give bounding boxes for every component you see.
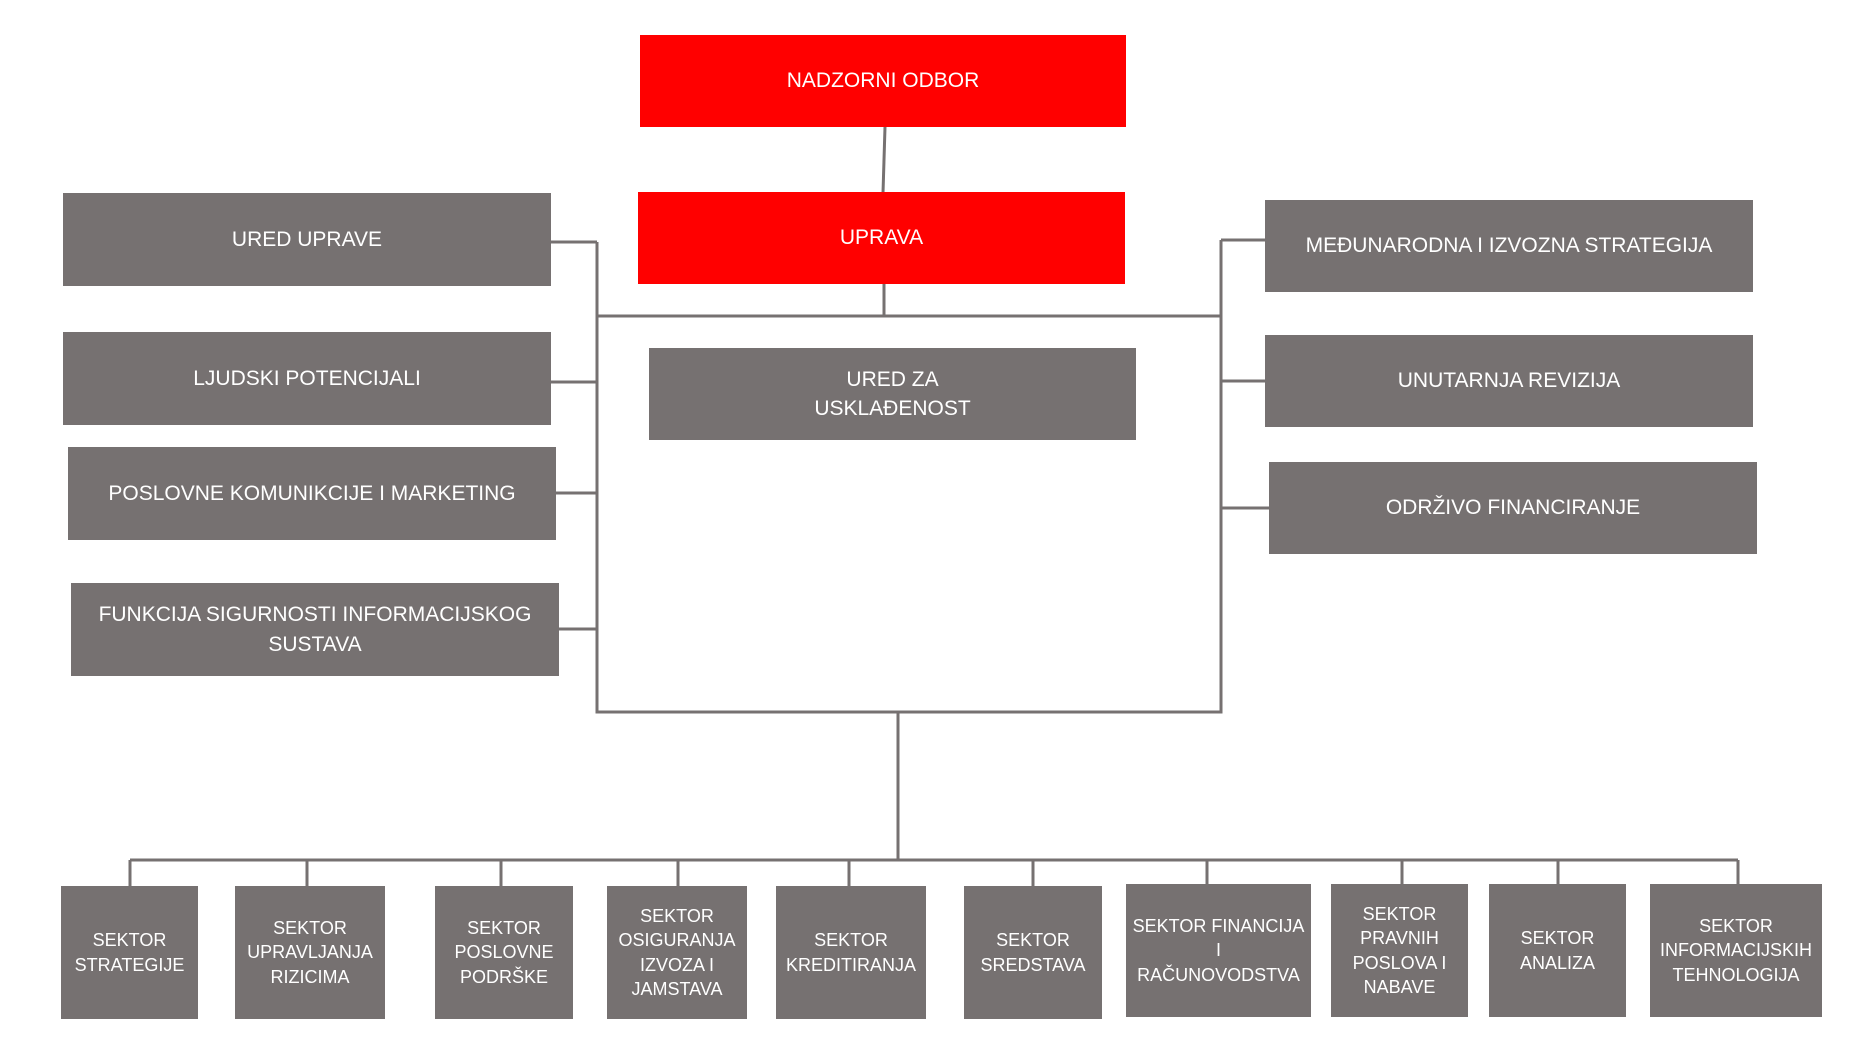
compliance-office-label: URED ZA USKLAĐENOST	[814, 367, 971, 420]
sector-label: SEKTOR OSIGURANJA IZVOZA I JAMSTAVA	[618, 905, 736, 999]
supervisory-board-label: NADZORNI ODBOR	[786, 69, 980, 93]
supervisory-board-box: NADZORNI ODBOR	[640, 35, 1126, 127]
sector-box-analiza: SEKTOR ANALIZA	[1489, 884, 1626, 1017]
sector-label: SEKTOR KREDITIRANJA	[785, 930, 917, 975]
ljudski-potencijali-label: LJUDSKI POTENCIJALI	[193, 366, 421, 390]
poslovne-komunikacije-box: POSLOVNE KOMUNIKCIJE I MARKETING	[68, 447, 556, 540]
sector-label: SEKTOR SREDSTAVA	[980, 930, 1086, 975]
management-board-label: UPRAVA	[839, 226, 924, 250]
sector-box-kreditiranja: SEKTOR KREDITIRANJA	[776, 886, 926, 1019]
unutarnja-revizija-box: UNUTARNJA REVIZIJA	[1265, 335, 1753, 427]
sector-box-pravnih-poslova: SEKTOR PRAVNIH POSLOVA I NABAVE	[1331, 884, 1468, 1017]
sector-box-informacijskih-tehnologija: SEKTOR INFORMACIJSKIH TEHNOLOGIJA	[1650, 884, 1822, 1017]
unutarnja-revizija-label: UNUTARNJA REVIZIJA	[1397, 369, 1621, 393]
sector-box-osiguranja-izvoza: SEKTOR OSIGURANJA IZVOZA I JAMSTAVA	[607, 886, 747, 1019]
odrzivo-financiranje-box: ODRŽIVO FINANCIRANJE	[1269, 462, 1757, 554]
sector-label: SEKTOR ANALIZA	[1519, 928, 1596, 973]
connector-board-to-uprava	[881, 126, 887, 194]
ured-uprave-label: URED UPRAVE	[231, 227, 383, 251]
medunarodna-strategija-label: MEĐUNARODNA I IZVOZNA STRATEGIJA	[1305, 234, 1713, 258]
sector-label: SEKTOR INFORMACIJSKIH TEHNOLOGIJA	[1659, 916, 1812, 985]
poslovne-komunikacije-label: POSLOVNE KOMUNIKCIJE I MARKETING	[108, 481, 516, 505]
sector-box-financija: SEKTOR FINANCIJA I RAČUNOVODSTVA	[1126, 884, 1311, 1017]
compliance-office-box: URED ZA USKLAĐENOST	[649, 348, 1136, 440]
sector-box-strategije: SEKTOR STRATEGIJE	[61, 886, 198, 1019]
management-board-box: UPRAVA	[638, 192, 1125, 284]
sector-box-poslovne-podrske: SEKTOR POSLOVNE PODRŠKE	[435, 886, 573, 1019]
sigurnost-informacijskog-box: FUNKCIJA SIGURNOSTI INFORMACIJSKOG SUSTA…	[71, 583, 559, 676]
sector-label: SEKTOR STRATEGIJE	[74, 930, 185, 975]
medunarodna-strategija-box: MEĐUNARODNA I IZVOZNA STRATEGIJA	[1265, 200, 1753, 292]
central-frame	[595, 314, 1223, 714]
sector-label: SEKTOR UPRAVLJANJA RIZICIMA	[247, 918, 373, 987]
odrzivo-financiranje-label: ODRŽIVO FINANCIRANJE	[1385, 496, 1641, 520]
sector-label: SEKTOR POSLOVNE PODRŠKE	[454, 918, 554, 987]
sector-box-sredstava: SEKTOR SREDSTAVA	[964, 886, 1102, 1019]
sector-box-upravljanja-rizicima: SEKTOR UPRAVLJANJA RIZICIMA	[235, 886, 385, 1019]
sector-label: SEKTOR FINANCIJA I RAČUNOVODSTVA	[1132, 916, 1305, 985]
ljudski-potencijali-box: LJUDSKI POTENCIJALI	[63, 332, 551, 425]
ured-uprave-box: URED UPRAVE	[63, 193, 551, 286]
sigurnost-informacijskog-label: FUNKCIJA SIGURNOSTI INFORMACIJSKOG SUSTA…	[98, 603, 532, 656]
sector-label: SEKTOR PRAVNIH POSLOVA I NABAVE	[1352, 903, 1447, 997]
